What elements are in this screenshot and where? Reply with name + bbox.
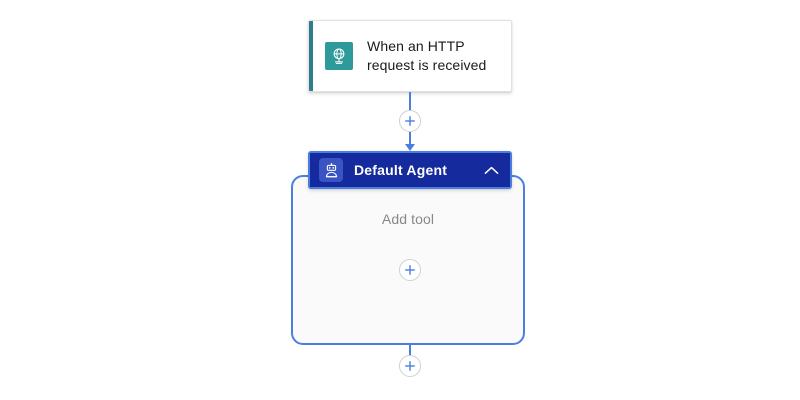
trigger-node-title: When an HTTP request is received bbox=[367, 37, 486, 75]
insert-action-button-1[interactable] bbox=[399, 110, 421, 132]
add-tool-label: Add tool bbox=[381, 211, 435, 227]
plus-icon bbox=[405, 116, 415, 126]
chevron-up-icon[interactable] bbox=[484, 166, 499, 175]
plus-icon bbox=[405, 265, 415, 275]
trigger-title-line-1: When an HTTP bbox=[367, 38, 465, 54]
http-request-globe-icon bbox=[325, 42, 353, 70]
connector-arrowhead-agent bbox=[405, 144, 415, 151]
trigger-title-line-2: request is received bbox=[367, 57, 487, 73]
connector-insert-to-agent bbox=[409, 132, 411, 145]
trigger-node-http-request[interactable]: When an HTTP request is received bbox=[308, 20, 512, 92]
insert-action-button-2[interactable] bbox=[399, 355, 421, 377]
robot-agent-icon bbox=[319, 158, 343, 182]
agent-node-title: Default Agent bbox=[354, 162, 448, 178]
agent-header-inner: Default Agent bbox=[310, 153, 510, 187]
connector-agent-to-insert-2 bbox=[409, 345, 411, 357]
agent-node-header[interactable]: Default Agent bbox=[308, 151, 512, 189]
trigger-accent-bar bbox=[309, 21, 313, 91]
add-tool-button[interactable] bbox=[399, 259, 421, 281]
plus-icon bbox=[405, 361, 415, 371]
agent-tools-area: Add tool bbox=[293, 177, 523, 343]
agent-node-container[interactable]: Add tool bbox=[291, 175, 525, 345]
connector-trigger-to-insert bbox=[409, 92, 411, 112]
